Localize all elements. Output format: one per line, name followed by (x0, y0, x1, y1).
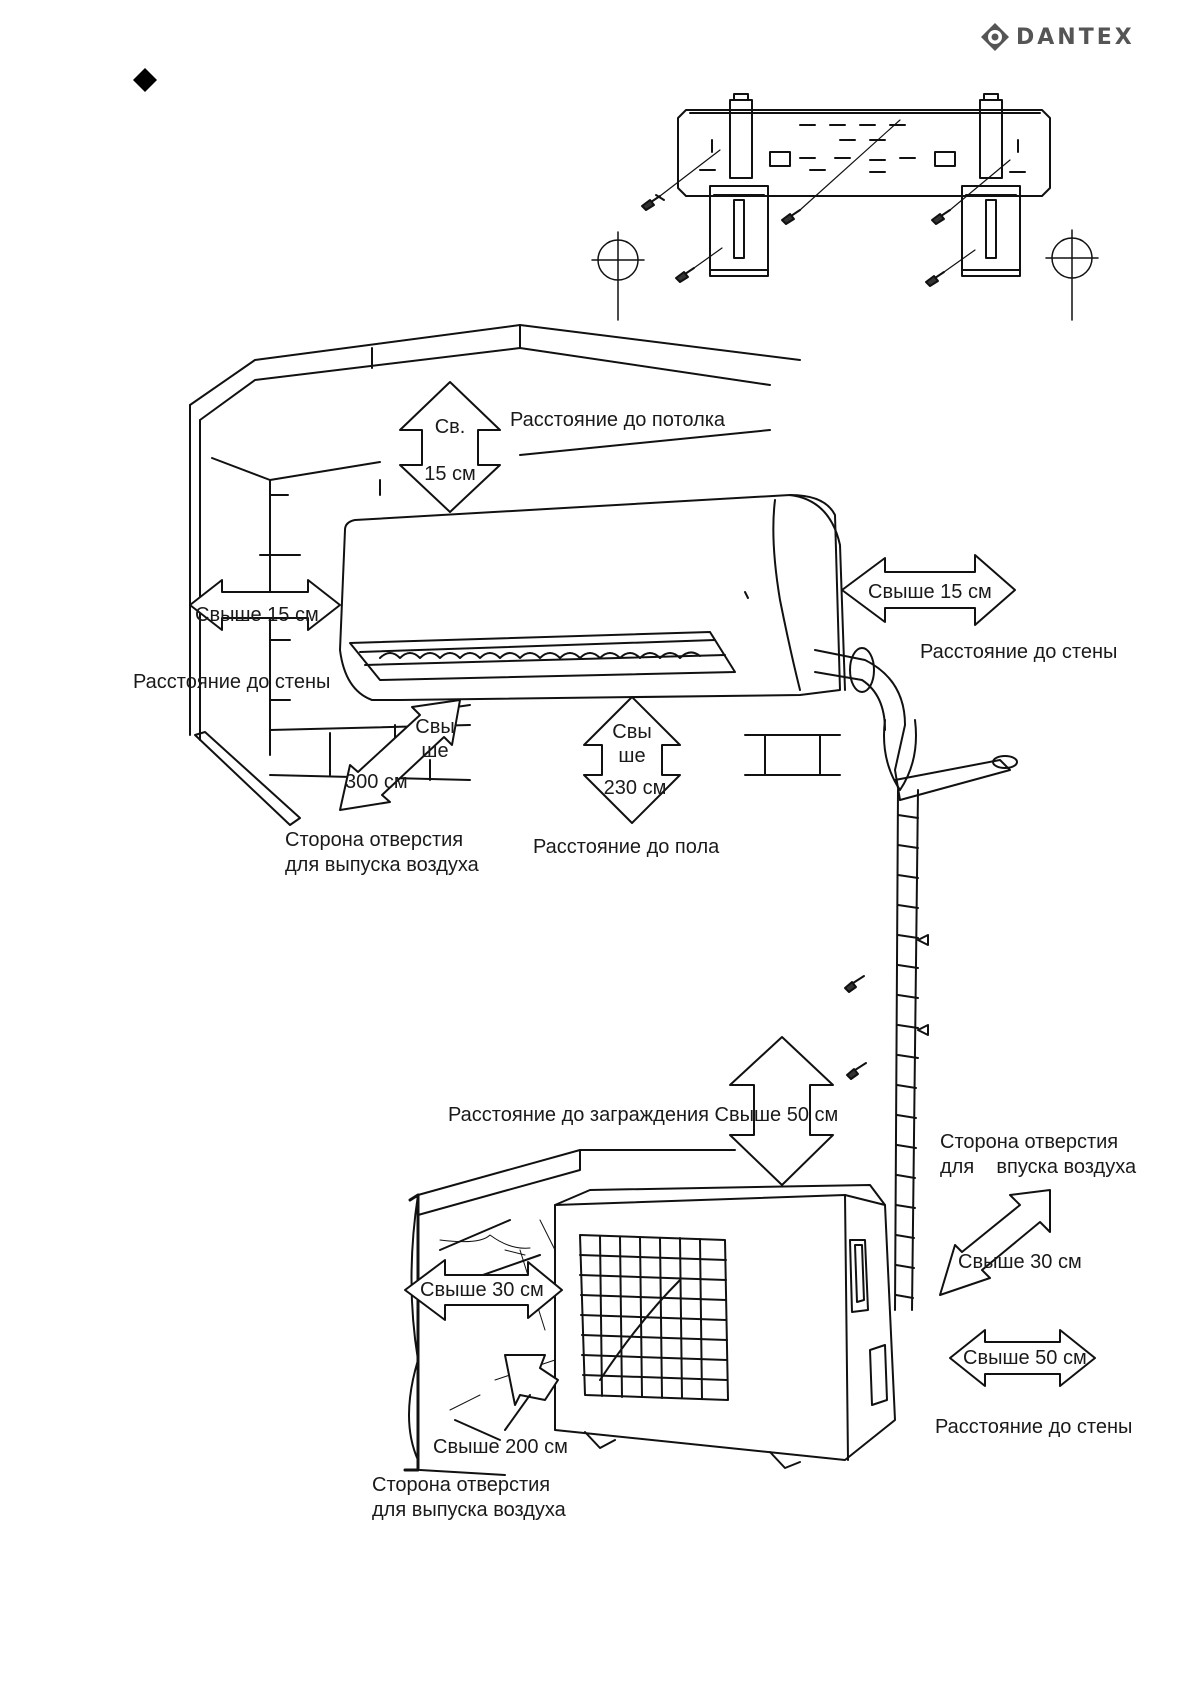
right-wall-label: Расстояние до стены (920, 641, 1118, 663)
screw-icon (641, 149, 721, 211)
bullet-diamond-icon (133, 68, 157, 92)
arrow-left-outdoor-icon (404, 1259, 563, 1321)
floor-distance-label: Расстояние до пола (533, 836, 720, 858)
front-value-1: Свы (415, 716, 455, 738)
dantex-logo-icon (981, 23, 1009, 51)
crosshair-right-icon (1045, 229, 1099, 321)
arrow-right-icon (841, 554, 1016, 626)
left-wall-label: Расстояние до стены (133, 671, 331, 693)
screw-icon (846, 1062, 867, 1080)
room-walls (189, 324, 841, 826)
arrow-inlet-icon (939, 1189, 1051, 1296)
front-outlet-label-1: Сторона отверстия (285, 829, 464, 851)
screw-icon (844, 975, 865, 993)
screw-icon (931, 159, 1011, 225)
right-wall-distance-label: Расстояние до стены (935, 1416, 1133, 1438)
brand-logo: DANTEX (980, 22, 1135, 52)
front-outlet-label-2: для выпуска воздуха (285, 854, 479, 876)
outlet-label-2: для выпуска воздуха (372, 1499, 566, 1521)
inlet-label-2: для впуска воздуха (940, 1156, 1137, 1178)
left-clearance-value: Свыше 15 см (195, 604, 319, 626)
floor-value-1: Свы (612, 721, 652, 743)
outdoor-wall (408, 1149, 736, 1476)
right-wall-clearance-value: Свыше 50 см (963, 1347, 1087, 1369)
arrow-floor-icon (583, 696, 681, 824)
arrow-barrier-icon (729, 1036, 834, 1186)
outdoor-unit (554, 1184, 896, 1469)
screw-icon (925, 249, 976, 287)
screw-icon (675, 247, 723, 283)
indoor-unit (339, 494, 1018, 1311)
front-value-3: 300 см (345, 771, 408, 793)
front-outdoor-clearance-value: Свыше 200 см (433, 1436, 568, 1458)
floor-value-2: ше (618, 745, 646, 767)
right-clearance-value: Свыше 15 см (868, 581, 992, 603)
mounting-plate (591, 93, 1099, 321)
screw-icon (781, 119, 901, 225)
inlet-label-1: Сторона отверстия (940, 1131, 1119, 1153)
arrow-front-outdoor-icon (504, 1354, 559, 1431)
arrow-left-icon (189, 579, 341, 631)
floor-value-3: 230 см (603, 777, 667, 799)
brand-name: DANTEX (1016, 24, 1135, 50)
front-value-2: ше (421, 740, 449, 762)
left-outdoor-clearance-value: Свыше 30 см (420, 1279, 544, 1301)
crosshair-left-icon (591, 231, 645, 321)
ceiling-distance-label: Расстояние до потолка (510, 409, 726, 431)
ceiling-value-bottom: 15 см (424, 463, 476, 485)
arrow-front-icon (339, 699, 461, 811)
ceiling-value-top: Св. (434, 416, 466, 438)
arrow-right-wall-icon (949, 1329, 1096, 1387)
inlet-clearance-value: Свыше 30 см (958, 1251, 1082, 1273)
barrier-distance-label: Расстояние до заграждения Свыше 50 см (448, 1104, 839, 1126)
arrow-ceiling-icon (399, 381, 501, 513)
outlet-label-1: Сторона отверстия (372, 1474, 551, 1496)
